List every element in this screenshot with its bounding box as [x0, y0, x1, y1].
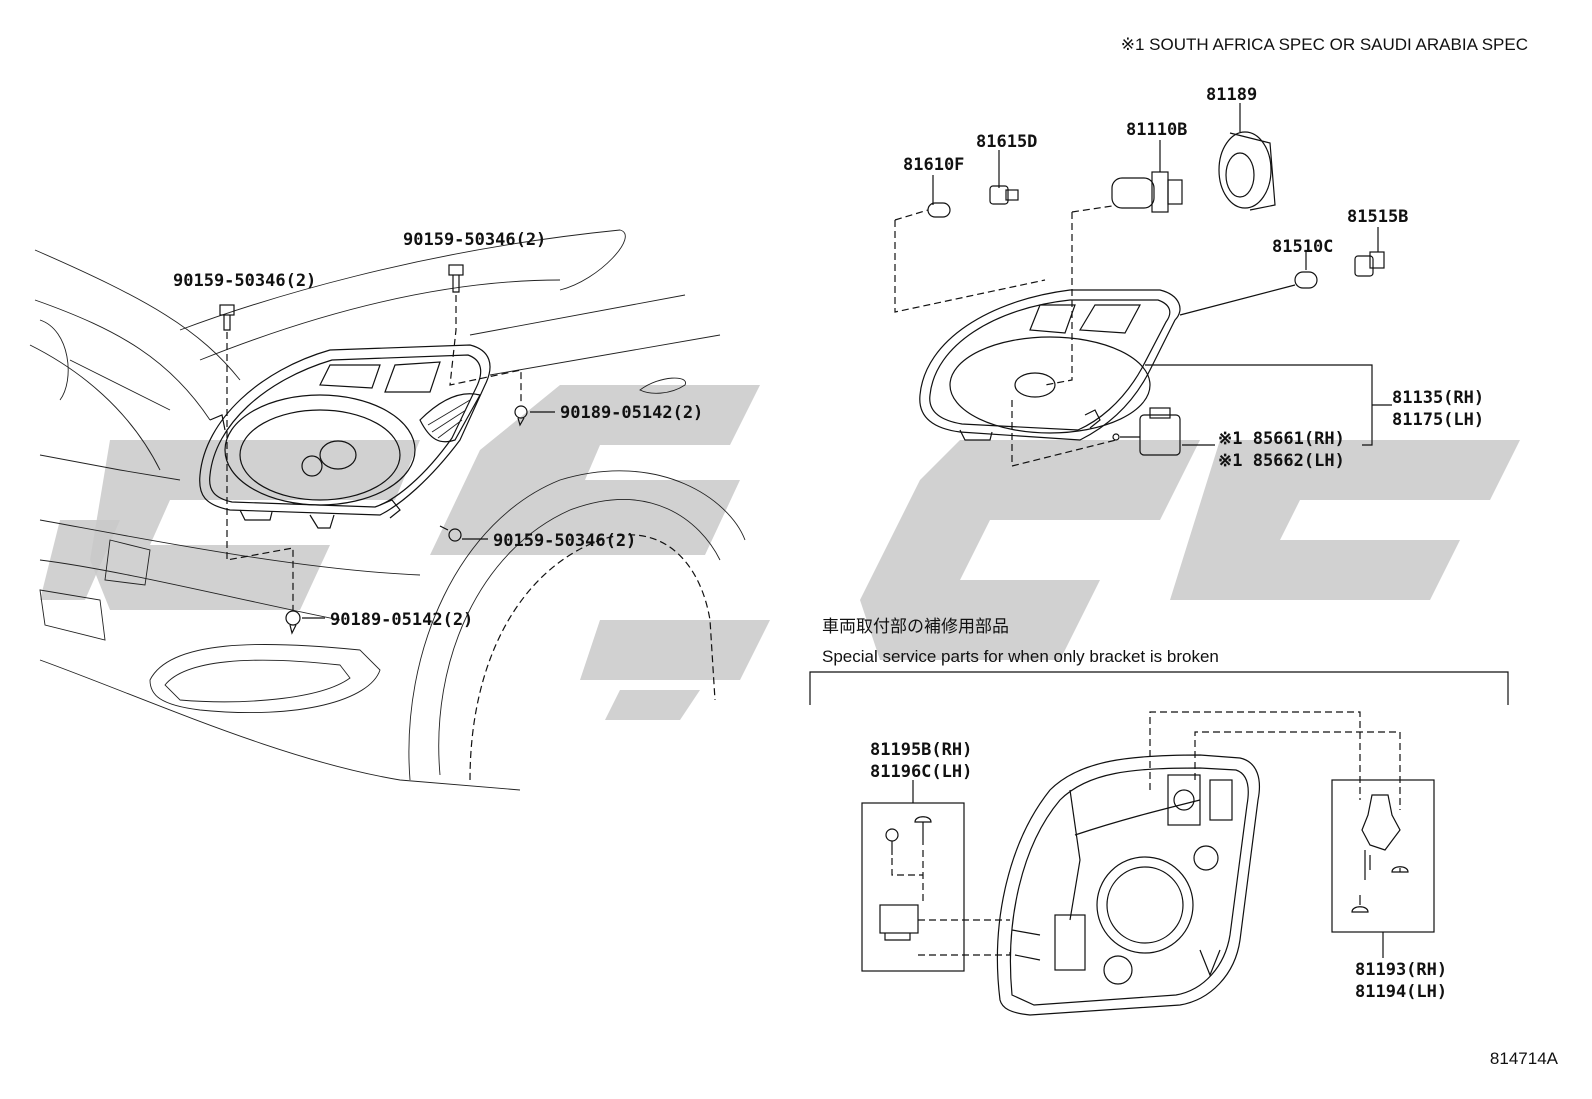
callout-81196c-lh: 81196C(LH) — [870, 762, 972, 782]
car-body-outline — [29, 229, 746, 791]
leveling-motor-icon — [1112, 407, 1181, 456]
service-title-en: Special service parts for when only brac… — [822, 647, 1219, 666]
screw-icon — [914, 816, 932, 845]
callout-81189: 81189 — [1206, 85, 1257, 105]
header-note: ※1 SOUTH AFRICA SPEC OR SAUDI ARABIA SPE… — [1121, 35, 1528, 54]
left-headlamp — [199, 344, 491, 529]
watermark-logo — [40, 385, 1520, 720]
bracket-kit-box-right — [912, 711, 1435, 958]
bulbs-and-sockets — [894, 103, 1392, 467]
dust-cover-icon — [1218, 131, 1276, 211]
halogen-bulb-icon — [1111, 171, 1183, 213]
clip-icon — [514, 405, 528, 427]
callout-81135-rh: 81135(RH) — [1392, 388, 1484, 408]
bulb-icon — [1294, 271, 1318, 289]
screw-icon — [1351, 895, 1369, 913]
right-headlamp — [919, 289, 1181, 441]
screw-icon — [885, 828, 899, 855]
callout-90189-05142-bottom: 90189-05142(2) — [330, 610, 473, 630]
callout-85662-lh: ※1 85662(LH) — [1218, 451, 1345, 471]
screw-icon — [1391, 866, 1409, 873]
callout-81175-lh: 81175(LH) — [1392, 410, 1484, 430]
callout-81515b: 81515B — [1347, 207, 1408, 227]
screw-icon — [448, 264, 464, 293]
screw-icon — [219, 304, 235, 331]
bracket-kit-box-left — [861, 802, 1011, 972]
bracket-rear-view — [996, 754, 1261, 1016]
callout-81510c: 81510C — [1272, 237, 1333, 257]
socket-icon — [1354, 251, 1385, 277]
callout-81610f: 81610F — [903, 155, 964, 175]
callout-81193-rh: 81193(RH) — [1355, 960, 1447, 980]
screw-icon — [439, 525, 462, 542]
callout-90159-50346-left: 90159-50346(2) — [173, 271, 316, 291]
diagram-id: 814714A — [1490, 1049, 1559, 1068]
clip-icon — [285, 610, 301, 635]
callout-90159-50346-top: 90159-50346(2) — [403, 230, 546, 250]
callout-81194-lh: 81194(LH) — [1355, 982, 1447, 1002]
service-section-frame — [809, 671, 1509, 705]
bulb-icon — [927, 202, 951, 218]
callout-81195b-rh: 81195B(RH) — [870, 740, 972, 760]
callout-81615d: 81615D — [976, 132, 1037, 152]
callout-85661-rh: ※1 85661(RH) — [1218, 429, 1345, 449]
left-fasteners — [219, 264, 555, 635]
service-title-jp: 車両取付部の補修用部品 — [822, 617, 1009, 636]
callout-90189-05142-right: 90189-05142(2) — [560, 403, 703, 423]
callout-81110b: 81110B — [1126, 120, 1187, 140]
callout-90159-50346-lower: 90159-50346(2) — [493, 531, 636, 551]
socket-icon — [989, 185, 1019, 205]
